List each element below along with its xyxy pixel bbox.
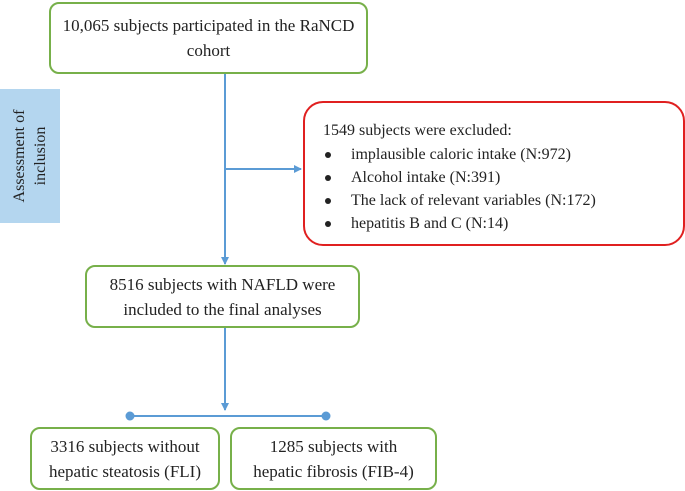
exclusion-item: The lack of relevant variables (N:172) <box>323 189 683 212</box>
stage-label-line-1: Assessment of <box>11 109 28 203</box>
stage-label: Assessment of inclusion <box>0 89 60 223</box>
stage-label-text: Assessment of inclusion <box>9 89 51 223</box>
bullet-icon <box>325 221 331 227</box>
split-dot-right <box>321 411 331 421</box>
fibrosis-box-line-1: 1285 subjects with <box>269 436 398 456</box>
stage-label-line-2: inclusion <box>32 126 49 186</box>
fibrosis-box-line-2: hepatic fibrosis (FIB-4) <box>253 461 414 481</box>
steatosis-box: 3316 subjects without hepatic steatosis … <box>30 427 220 490</box>
exclusion-list: implausible caloric intake (N:972) Alcoh… <box>323 143 683 235</box>
included-box-line-1: 8516 subjects with NAFLD were <box>109 274 336 294</box>
exclusion-item-text: implausible caloric intake (N:972) <box>351 146 571 163</box>
included-box: 8516 subjects with NAFLD were included t… <box>85 265 360 328</box>
exclusion-item: implausible caloric intake (N:972) <box>323 143 683 166</box>
bullet-icon <box>325 198 331 204</box>
cohort-box-line-1: 10,065 subjects participated in the RaNC… <box>62 16 355 35</box>
exclusion-item: Alcohol intake (N:391) <box>323 166 683 189</box>
exclusion-heading: 1549 subjects were excluded: <box>323 122 512 139</box>
exclusion-box: 1549 subjects were excluded: implausible… <box>303 101 685 246</box>
exclusion-item-text: hepatitis B and C (N:14) <box>351 215 509 232</box>
bullet-icon <box>325 152 331 158</box>
steatosis-box-line-2: hepatic steatosis (FLI) <box>48 461 201 481</box>
exclusion-item: hepatitis B and C (N:14) <box>323 212 683 235</box>
included-box-line-2: included to the final analyses <box>123 299 322 319</box>
steatosis-box-line-1: 3316 subjects without <box>50 436 200 456</box>
fibrosis-box: 1285 subjects with hepatic fibrosis (FIB… <box>230 427 437 490</box>
exclusion-item-text: The lack of relevant variables (N:172) <box>351 192 596 209</box>
cohort-box: 10,065 subjects participated in the RaNC… <box>49 2 368 74</box>
exclusion-item-text: Alcohol intake (N:391) <box>351 169 501 186</box>
cohort-box-line-2: cohort <box>186 41 231 60</box>
bullet-icon <box>325 175 331 181</box>
split-dot-left <box>125 411 135 421</box>
